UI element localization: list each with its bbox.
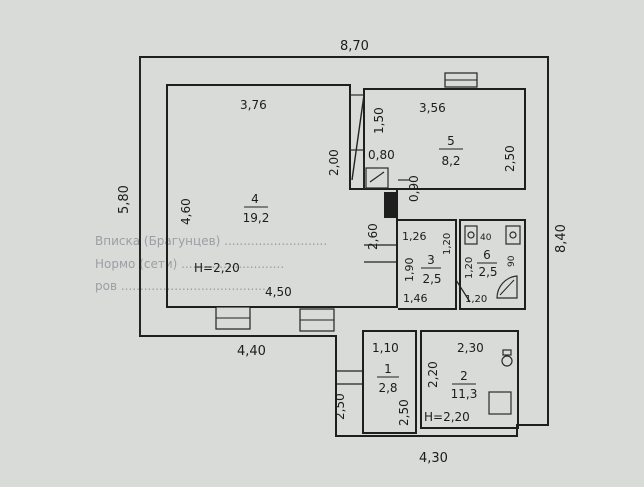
room-6-fixture-a: 40 [480,233,492,243]
room-6-side: 1,20 [464,257,475,279]
background-text-line: Вписка (Брагунцев) .....................… [95,234,327,248]
room-2-depth: 2,20 [426,361,440,388]
chimney-mark [369,171,385,183]
room-2-number: 2 [460,369,468,383]
room-5-side: 1,50 [372,107,386,134]
room-2-outline [420,330,519,429]
shower-icon [496,275,518,299]
toilet-icon [501,349,513,367]
window-bottom-left [215,306,251,330]
room-1-number: 1 [384,362,392,376]
room-5-width: 3,56 [419,101,446,115]
stove-icon [488,391,512,415]
room-5-outline [363,88,526,190]
room-5-area: 8,2 [441,154,460,168]
room-2-area: 11,3 [451,387,478,401]
room-6-area: 2,5 [478,265,497,279]
room-2-height: H=2,20 [424,410,470,424]
room-4-depth: 4,60 [179,198,193,225]
room-2-width: 2,30 [457,341,484,355]
room-3-side: 1,90 [403,258,416,283]
room-3-outline [398,219,457,310]
stair-depth: 0,90 [407,175,421,202]
room-6-outline [459,219,526,310]
stair-diagonal [351,94,365,181]
bathtub-icon [464,225,478,245]
background-text-line: Нормо (сети) ........................... [95,257,284,271]
room-3-area: 2,5 [422,272,441,286]
room-3-inner: 1,20 [442,233,453,255]
window-bottom-middle [299,308,335,332]
outer-wall [139,56,549,437]
room-1-outline [362,330,417,434]
room-5-depth: 2,50 [503,145,517,172]
room-1-width: 1,10 [372,341,399,355]
sink-icon [505,225,521,245]
stair-width: 0,80 [368,148,395,162]
room-6-fixture-b: 90 [507,255,517,267]
room-3-bottom: 1,46 [403,292,428,305]
room-4-height: H=2,20 [194,261,240,275]
dimension-top-width: 8,70 [340,39,369,54]
dimension-annex-left: 2,50 [333,393,347,420]
window-room-4-right [364,244,397,263]
room-3-number: 3 [427,253,435,267]
dimension-bottom-left: 4,40 [237,344,266,359]
room-4-area: 19,2 [243,211,270,225]
vent-block [384,192,398,218]
room-6-number: 6 [483,248,491,262]
room-3-top: 1,26 [402,230,427,243]
room-4-number: 4 [251,192,259,206]
room-1-depth: 2,50 [397,399,411,426]
background-text-line: ров ....................................… [95,279,266,293]
room-5-number: 5 [447,134,455,148]
dimension-left-height: 5,80 [117,185,132,214]
room-4-width: 3,76 [240,98,267,112]
dimension-bottom-right: 4,30 [419,451,448,466]
room-4-side-a: 2,00 [327,149,341,176]
dimension-right-height: 8,40 [554,224,569,253]
chimney-box [365,167,389,189]
room-1-area: 2,8 [378,381,397,395]
window-top-right [444,72,478,88]
room-4-side-b: 2,60 [366,223,380,250]
door-swing-icon [455,279,471,303]
window-left-annex [336,370,363,385]
room-4-bottom-width: 4,50 [265,285,292,299]
room-6-bottom: 1,20 [465,294,487,305]
